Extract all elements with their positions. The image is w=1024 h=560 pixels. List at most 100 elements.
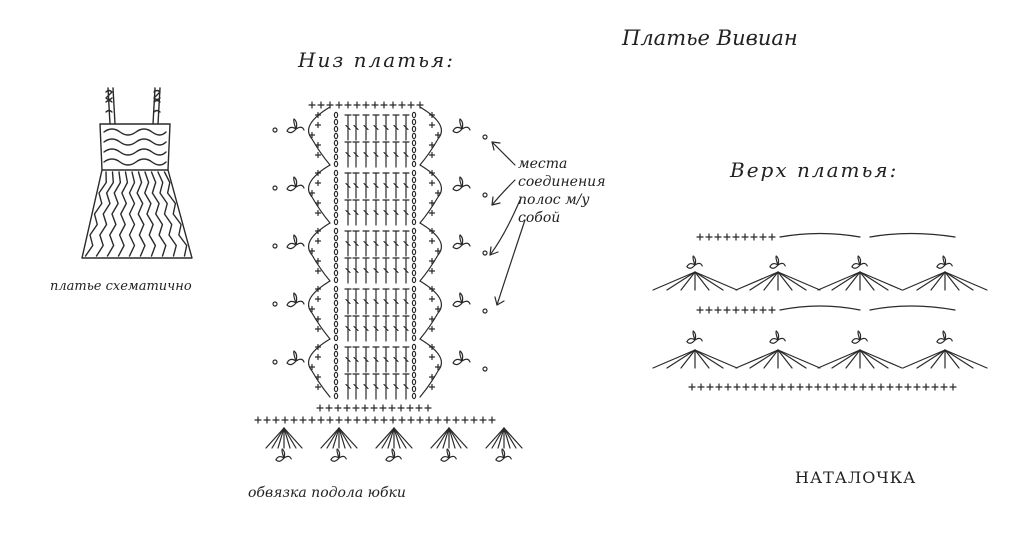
double-crochet-mark	[352, 114, 360, 141]
join-arrows	[489, 141, 526, 306]
double-crochet-mark	[392, 230, 400, 257]
single-crochet-mark	[428, 353, 436, 361]
single-crochet-mark	[314, 285, 322, 293]
single-crochet-mark	[886, 383, 894, 391]
join-dot	[272, 127, 278, 133]
fan-stitch-mark	[283, 427, 291, 449]
chain-arc	[779, 232, 956, 238]
join-dot	[482, 366, 488, 372]
single-crochet-mark	[314, 151, 322, 159]
puff-stitch-mark	[851, 255, 868, 269]
fan-stitch-mark	[666, 349, 696, 369]
single-crochet-mark	[741, 233, 749, 241]
chain-stitch-mark	[333, 118, 339, 126]
chain-stitch-mark	[411, 234, 417, 242]
hem-caption: обвязка подола юбки	[248, 485, 406, 501]
single-crochet-mark	[326, 416, 334, 424]
double-crochet-mark	[362, 141, 370, 168]
single-crochet-mark	[308, 131, 316, 139]
single-crochet-mark	[406, 404, 414, 412]
double-crochet-mark	[362, 172, 370, 199]
single-crochet-mark	[787, 383, 795, 391]
double-crochet-mark	[372, 315, 380, 342]
single-crochet-mark	[428, 373, 436, 381]
double-crochet-mark	[352, 230, 360, 257]
chain-stitch-mark	[333, 227, 339, 235]
single-crochet-mark	[778, 383, 786, 391]
single-crochet-mark	[314, 353, 322, 361]
chain-stitch-mark	[333, 334, 339, 342]
single-crochet-mark	[398, 101, 406, 109]
double-crochet-mark	[362, 257, 370, 284]
single-crochet-mark	[380, 416, 388, 424]
chain-stitch-mark	[333, 350, 339, 358]
single-crochet-mark	[796, 383, 804, 391]
single-crochet-mark	[299, 416, 307, 424]
chain-stitch-mark	[333, 132, 339, 140]
fan-stitch-mark	[859, 349, 903, 369]
double-crochet-mark	[382, 346, 390, 373]
chain-stitch-mark	[333, 306, 339, 314]
chain-stitch-mark	[333, 262, 339, 270]
double-crochet-mark	[352, 199, 360, 226]
double-crochet-mark	[382, 373, 390, 400]
single-crochet-mark	[314, 343, 322, 351]
chain-stitch-mark	[411, 248, 417, 256]
single-crochet-mark	[841, 383, 849, 391]
chain-stitch-mark	[411, 111, 417, 119]
single-crochet-mark	[759, 233, 767, 241]
chain-stitch-mark	[411, 313, 417, 321]
single-crochet-mark	[314, 383, 322, 391]
fan-stitch-mark	[694, 271, 710, 291]
chain-stitch-mark	[333, 204, 339, 212]
top-heading: Верх платья:	[730, 158, 899, 182]
chain-stitch-mark	[411, 227, 417, 235]
join-dot	[482, 134, 488, 140]
join-dot	[482, 192, 488, 198]
double-crochet-mark	[352, 257, 360, 284]
single-crochet-mark	[715, 383, 723, 391]
dress-sketch	[81, 87, 193, 259]
fan-stitch-mark	[680, 349, 696, 369]
fan-stitch-mark	[777, 349, 821, 369]
single-crochet-mark	[314, 199, 322, 207]
double-crochet-mark	[372, 230, 380, 257]
double-crochet-mark	[362, 346, 370, 373]
single-crochet-mark	[859, 383, 867, 391]
fan-stitch-mark	[916, 349, 946, 369]
fan-stitch-mark	[859, 349, 889, 369]
single-crochet-mark	[434, 363, 442, 371]
double-crochet-mark	[362, 199, 370, 226]
chain-stitch-mark	[411, 306, 417, 314]
puff-stitch-mark	[275, 448, 292, 462]
chain-stitch-mark	[411, 153, 417, 161]
single-crochet-mark	[308, 189, 316, 197]
double-crochet-mark	[382, 257, 390, 284]
double-crochet-mark	[402, 172, 410, 199]
fan-stitch-mark	[735, 271, 779, 291]
join-dot	[272, 301, 278, 307]
chain-stitch-mark	[411, 241, 417, 249]
fan-stitch-mark	[503, 427, 517, 449]
single-crochet-mark	[352, 404, 360, 412]
single-crochet-mark	[697, 383, 705, 391]
fan-stitch-mark	[448, 427, 456, 449]
single-crochet-mark	[742, 383, 750, 391]
chain-stitch-mark	[333, 111, 339, 119]
single-crochet-mark	[314, 209, 322, 217]
single-crochet-mark	[428, 295, 436, 303]
fan-stitch-mark	[859, 271, 889, 291]
single-crochet-mark	[428, 325, 436, 333]
fan-stitch-mark	[817, 349, 861, 369]
single-crochet-mark	[434, 416, 442, 424]
single-crochet-mark	[308, 416, 316, 424]
chain-stitch-mark	[333, 269, 339, 277]
single-crochet-mark	[461, 416, 469, 424]
chain-stitch-mark	[333, 392, 339, 400]
single-crochet-mark	[334, 404, 342, 412]
single-crochet-mark	[335, 416, 343, 424]
single-crochet-mark	[470, 416, 478, 424]
chain-stitch-mark	[333, 146, 339, 154]
chain-stitch-mark	[411, 183, 417, 191]
single-crochet-mark	[768, 306, 776, 314]
